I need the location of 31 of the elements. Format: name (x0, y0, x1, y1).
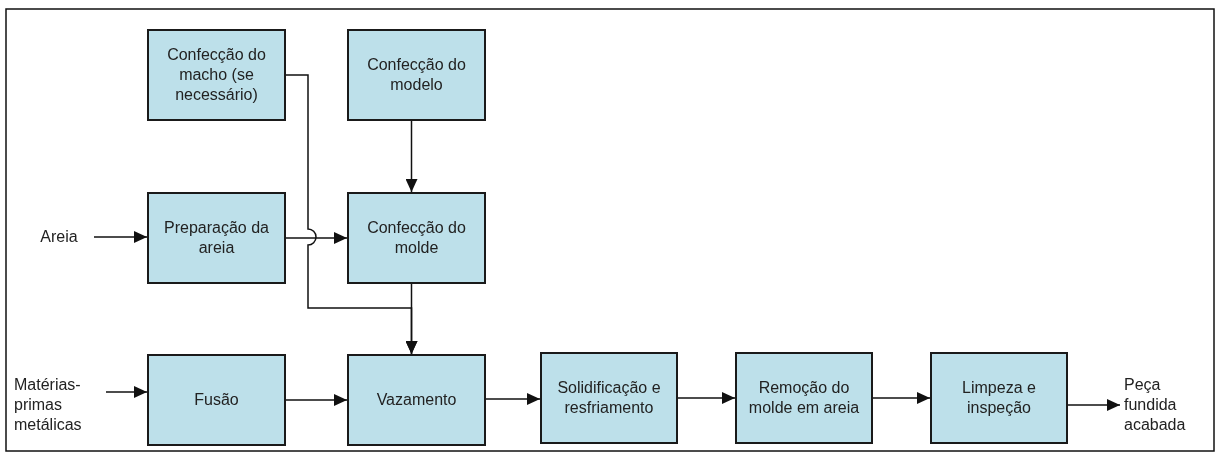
process-box (735, 352, 873, 444)
arrow (677, 392, 736, 404)
process-box (147, 354, 286, 446)
box-label: Vazamento (376, 390, 457, 410)
arrow (93, 231, 148, 243)
process-box (930, 352, 1068, 444)
arrow (405, 120, 418, 193)
process-box (347, 29, 486, 121)
box-label: Remoção do molde em areia (747, 378, 861, 418)
process-box (347, 192, 486, 284)
process-box (147, 29, 286, 121)
arrow (105, 386, 148, 398)
arrow (405, 283, 418, 355)
box-label: Confecção do macho (se necessário) (166, 45, 267, 105)
flow-label: Matérias-primas metálicas (14, 375, 83, 435)
arrow (485, 393, 541, 405)
process-box (147, 192, 286, 284)
process-box (347, 354, 486, 446)
arrow (285, 394, 348, 406)
box-label: Confecção do molde (366, 218, 467, 258)
arrow (285, 232, 348, 244)
box-label: Solidificação e resfriamento (556, 378, 662, 418)
box-label: Fusão (194, 390, 239, 410)
process-box (540, 352, 678, 444)
arrow (1067, 399, 1121, 411)
arrow (872, 392, 931, 404)
box-label: Preparação da areia (163, 218, 270, 258)
flow-label: Peça fundida acabada (1124, 375, 1187, 435)
flow-label: Areia (40, 227, 78, 247)
box-label: Confecção do modelo (366, 55, 467, 95)
box-label: Limpeza e inspeção (961, 378, 1037, 418)
